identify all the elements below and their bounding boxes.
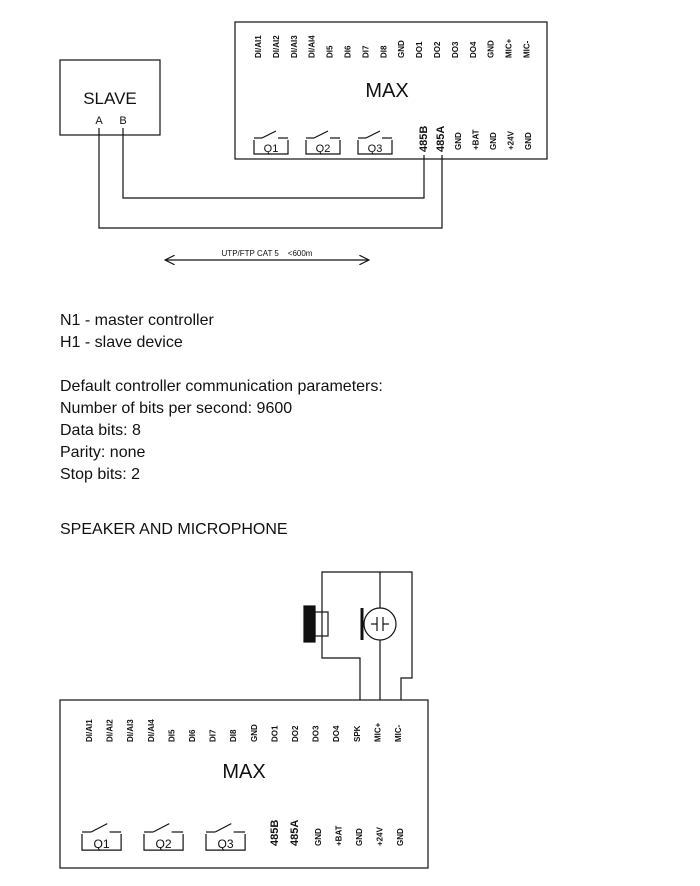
speaker-magnet-icon [303, 605, 316, 643]
legend-n1: N1 - master controller [60, 312, 214, 329]
pin-label: +24V [507, 130, 516, 150]
relay-switch-icon [313, 130, 329, 139]
pin-label: GND [454, 132, 463, 150]
pin-label: DI/AI4 [308, 35, 317, 58]
max-rs485-pins-2: 485B 485A [269, 820, 301, 846]
pin-label: DO2 [433, 41, 442, 58]
relay-contact-frame [205, 834, 246, 851]
pin-label: GND [397, 40, 406, 58]
pin-label: DI7 [209, 729, 218, 742]
pin-label: DI6 [344, 45, 353, 58]
spk-wire [321, 640, 361, 700]
pin-label: MIC+ [505, 38, 514, 58]
relay-label: Q3 [217, 837, 233, 851]
params-heading: Default controller communication paramet… [60, 378, 383, 395]
pin-label: DI/AI3 [126, 719, 135, 742]
pin-label: +24V [376, 826, 385, 846]
pin-label: DO2 [291, 725, 300, 742]
pin-label: DI/AI2 [106, 719, 115, 742]
pin-label: GND [396, 828, 405, 846]
pin-label: DI/AI2 [272, 35, 281, 58]
slave-pin-b: B [119, 115, 126, 127]
relay-label: Q3 [368, 143, 383, 155]
pin-label: GND [355, 828, 364, 846]
max-module-box [234, 21, 548, 160]
pin-label: 485A [289, 820, 301, 846]
relay-switch-icon [365, 130, 381, 139]
pin-label: DI6 [188, 729, 197, 742]
max-module-title: MAX [365, 80, 408, 102]
max-relay-row-2: Q1 Q2 Q3 [81, 823, 246, 851]
wire-b-to-485b [122, 128, 425, 199]
max-module-box-2 [59, 699, 429, 869]
pin-label: DI8 [229, 729, 238, 742]
diagram-rs485-connection [59, 21, 548, 260]
pin-label: MIC- [394, 724, 403, 742]
cable-label: UTP/FTP CAT 5 <600m [222, 249, 313, 258]
relay-label: Q1 [264, 143, 279, 155]
relay-contact-frame [253, 140, 289, 155]
speaker-mic-loop-wire [321, 571, 413, 700]
speaker-cone-icon [314, 611, 329, 637]
max-bottom-pin-row-2: GND +BAT GND +24V GND [314, 825, 405, 846]
relay-contact-frame [305, 140, 341, 155]
pin-label: +BAT [335, 825, 344, 846]
legend-h1: H1 - slave device [60, 334, 183, 351]
pin-label: DI/AI4 [147, 719, 156, 742]
pin-label: DI7 [361, 45, 370, 58]
pin-label: 485B [418, 126, 430, 152]
section-speaker-mic-heading: SPEAKER AND MICROPHONE [60, 521, 288, 538]
pin-label: DO4 [332, 725, 341, 742]
pin-label: DI8 [379, 45, 388, 58]
relay-label: Q2 [155, 837, 171, 851]
pin-label: DI/AI1 [85, 719, 94, 742]
pin-label: DO1 [415, 41, 424, 58]
pin-label: MIC+ [373, 722, 382, 742]
param-baud-rate: Number of bits per second: 9600 [60, 400, 293, 417]
relay-label: Q1 [93, 837, 109, 851]
pin-label: GND [487, 40, 496, 58]
param-stop-bits: Stop bits: 2 [60, 466, 141, 483]
pin-label: 485B [269, 820, 281, 846]
pin-label: DO3 [312, 725, 321, 742]
relay-switch-icon [261, 130, 277, 139]
max-module-title-2: MAX [222, 761, 265, 783]
relay-label: Q2 [316, 143, 331, 155]
relay-contact-frame [143, 834, 184, 851]
max-relay-row: Q1 Q2 Q3 [253, 130, 393, 155]
slave-device-title: SLAVE [83, 89, 137, 108]
max-rs485-pins: 485B 485A [418, 126, 447, 152]
wire-a-to-485a [98, 128, 443, 229]
param-parity: Parity: none [60, 444, 146, 461]
pin-label: GND [524, 132, 533, 150]
pin-label: DO4 [469, 41, 478, 58]
pin-label: DI5 [167, 729, 176, 742]
relay-contact-frame [357, 140, 393, 155]
relay-switch-icon [152, 823, 170, 833]
pin-label: GND [250, 724, 259, 742]
relay-switch-icon [90, 823, 108, 833]
microphone-capsule-icon [363, 607, 397, 641]
param-data-bits: Data bits: 8 [60, 422, 141, 439]
pin-label: GND [314, 828, 323, 846]
max-bottom-pin-row: GND +BAT GND +24V GND [454, 129, 533, 150]
relay-switch-icon [214, 823, 232, 833]
max-top-pin-row: DI/AI1 DI/AI2 DI/AI3 DI/AI4 DI5 DI6 DI7 DI8 GND D… [254, 35, 532, 58]
pin-label: DI/AI1 [254, 35, 263, 58]
relay-contact-frame [81, 834, 122, 851]
pin-label: DI/AI3 [290, 35, 299, 58]
pin-label: DI5 [326, 45, 335, 58]
pin-label: DO3 [451, 41, 460, 58]
pin-label: DO1 [270, 725, 279, 742]
diagram-speaker-microphone [59, 571, 429, 869]
slave-pin-a: A [95, 115, 103, 127]
pin-label: 485A [435, 126, 447, 152]
pin-label: SPK [353, 725, 362, 742]
pin-label: +BAT [472, 129, 481, 150]
pin-label: MIC- [523, 40, 532, 58]
max-top-pin-row-2: DI/AI1 DI/AI2 DI/AI3 DI/AI4 DI5 DI6 DI7 DI8 GND D… [85, 719, 403, 742]
pin-label: GND [489, 132, 498, 150]
slave-device-box [59, 59, 161, 136]
